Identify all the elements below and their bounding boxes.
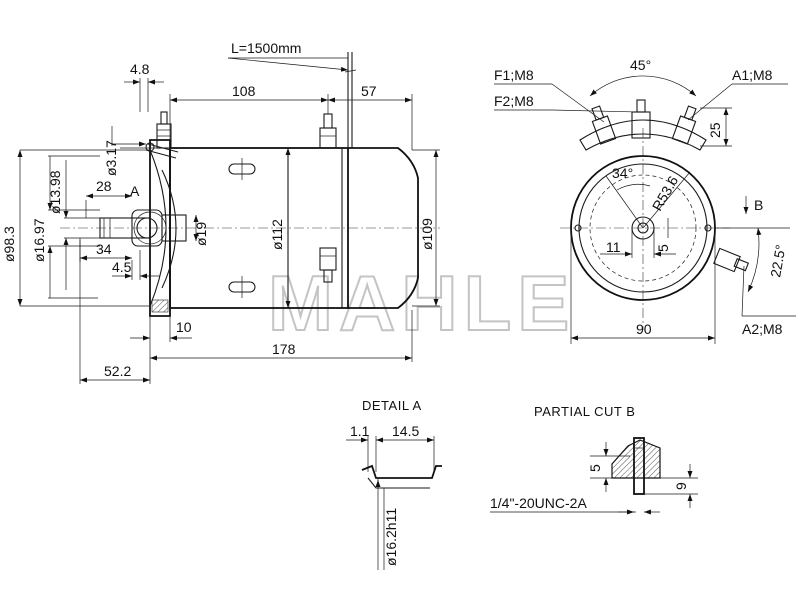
terminal-label-f1: F1;M8	[494, 67, 534, 83]
dim-34: 34	[96, 241, 112, 257]
terminal-bracket	[579, 119, 707, 151]
terminal-stud	[156, 111, 337, 283]
dim-5-cut: 5	[587, 464, 603, 472]
stud-bolt	[633, 437, 645, 495]
angle-34: 34°	[612, 165, 633, 181]
dim-4-5: 4.5	[112, 259, 132, 275]
dim-14-5: 14.5	[392, 423, 419, 439]
dim-diam-3-17: ø3.17	[103, 140, 119, 176]
terminal-label-a2: A2;M8	[742, 321, 783, 337]
dim-57: 57	[361, 83, 377, 99]
dim-90: 90	[636, 321, 652, 337]
dim-11: 11	[606, 239, 621, 255]
dim-178: 178	[272, 341, 296, 357]
partial-cut-b-title: PARTIAL CUT B	[534, 404, 635, 419]
dim-9: 9	[673, 482, 689, 490]
detail-a-title: DETAIL A	[362, 398, 422, 413]
cable-length-label: L=1500mm	[231, 40, 301, 56]
detail-a: DETAIL A 1.1 14.5 ø16.2h11	[346, 398, 442, 570]
dim-28: 28	[96, 178, 112, 194]
dim-diam-16-2h11: ø16.2h11	[383, 508, 399, 566]
dim-diam-13-98: ø13.98	[47, 170, 63, 214]
end-cap	[348, 147, 419, 309]
detail-a-marker: A	[130, 183, 140, 199]
shaft	[99, 217, 151, 239]
dim-diam-109: ø109	[419, 218, 435, 250]
angle-22-5: 22.5°	[767, 243, 788, 278]
dim-52-2: 52.2	[104, 363, 131, 379]
dim-1-1: 1.1	[350, 423, 370, 439]
dim-diam-98-3: ø98.3	[1, 226, 17, 262]
side-view: L=1500mm 4.8 108 57 ø98.3 ø16.97 ø13.98	[1, 40, 440, 384]
dim-5-end: 5	[655, 244, 671, 252]
mounting-slot	[228, 158, 256, 298]
section-b-marker: B	[754, 197, 763, 213]
shaft-groove-profile	[361, 464, 442, 479]
dim-10: 10	[176, 319, 192, 335]
dim-diam-19: ø19	[193, 222, 209, 246]
partial-cut-b: PARTIAL CUT B 5 9 1/4"-20UNC-2A	[490, 404, 698, 515]
section-housing	[611, 439, 661, 479]
terminal-label-f2: F2;M8	[494, 93, 534, 109]
dim-25: 25	[707, 122, 723, 138]
terminal-label-a1: A1;M8	[732, 67, 773, 83]
angle-45: 45°	[630, 57, 651, 73]
radius-53-6: R53.6	[649, 173, 682, 214]
dim-diam-16-97: ø16.97	[31, 218, 47, 262]
watermark-logo: MAHLE	[268, 259, 575, 347]
dim-4-8: 4.8	[130, 61, 150, 77]
thread-spec: 1/4"-20UNC-2A	[490, 495, 587, 511]
dim-diam-112: ø112	[269, 219, 285, 250]
dim-108: 108	[232, 83, 256, 99]
